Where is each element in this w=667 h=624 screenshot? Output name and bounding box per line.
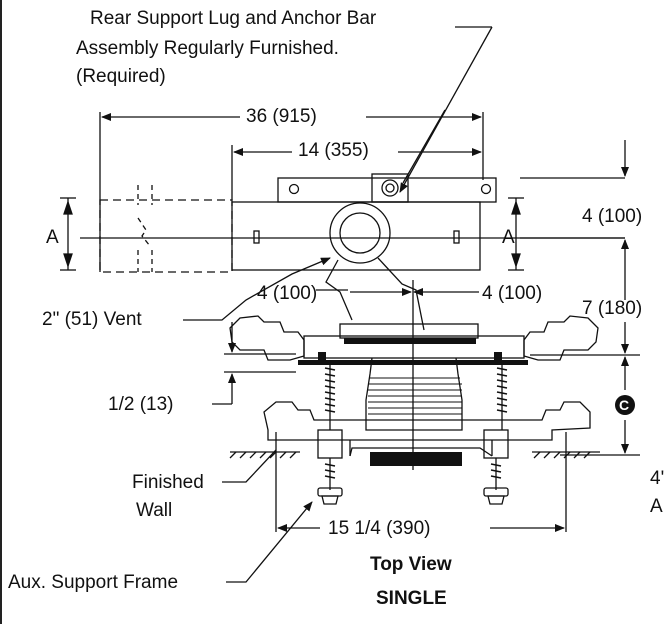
body-threads [368, 377, 462, 421]
dim-inner-width: 14 (355) [298, 140, 369, 161]
dashed-outline [99, 199, 233, 273]
aux-leg-left [317, 429, 343, 459]
dim-right-offset: 4 (100) [482, 283, 543, 304]
callout-finished-wall-2: Wall [136, 500, 173, 521]
upper-flange-right [523, 315, 599, 361]
break-mark [137, 185, 153, 272]
dim-half-inch: 1/2 (13) [108, 394, 174, 415]
dim-right-middle: 7 (180) [582, 298, 643, 319]
caption-view: Top View [370, 554, 452, 575]
callout-aux-frame: Aux. Support Frame [8, 572, 179, 593]
lower-frame [263, 401, 591, 441]
rear-support-leader [399, 26, 493, 193]
vent-circle [329, 202, 391, 264]
main-plate [231, 201, 481, 271]
dim-frame-width: 15 1/4 (390) [324, 518, 435, 540]
circle-c-label: C [619, 397, 630, 413]
circle-c-marker [615, 395, 635, 415]
callout-rear-support-3: (Required) [76, 66, 166, 87]
left-border [0, 0, 2, 624]
rear-support-leader-2 [402, 109, 446, 184]
dim-right-top: 4 (100) [582, 206, 643, 227]
section-a-left: A [46, 227, 59, 248]
callout-vent: 2" (51) Vent [42, 309, 142, 330]
callout-rear-support-2: Assembly Regularly Furnished. [76, 38, 339, 59]
dim-overall-width: 36 (915) [246, 106, 317, 127]
section-a-right: A [502, 227, 515, 248]
callout-rear-support-1: Rear Support Lug and Anchor Bar [90, 8, 377, 29]
rod-threads [324, 367, 508, 479]
top-plate [303, 335, 525, 359]
callout-finished-wall-1: Finished [132, 472, 204, 493]
caption-type: SINGLE [376, 588, 447, 609]
cut-off-label-1: 4' [650, 468, 665, 489]
vent-leader [183, 257, 331, 321]
cut-off-label-2: A [650, 496, 663, 517]
body-outline [365, 357, 463, 431]
dim-left-offset: 4 (100) [257, 283, 318, 304]
